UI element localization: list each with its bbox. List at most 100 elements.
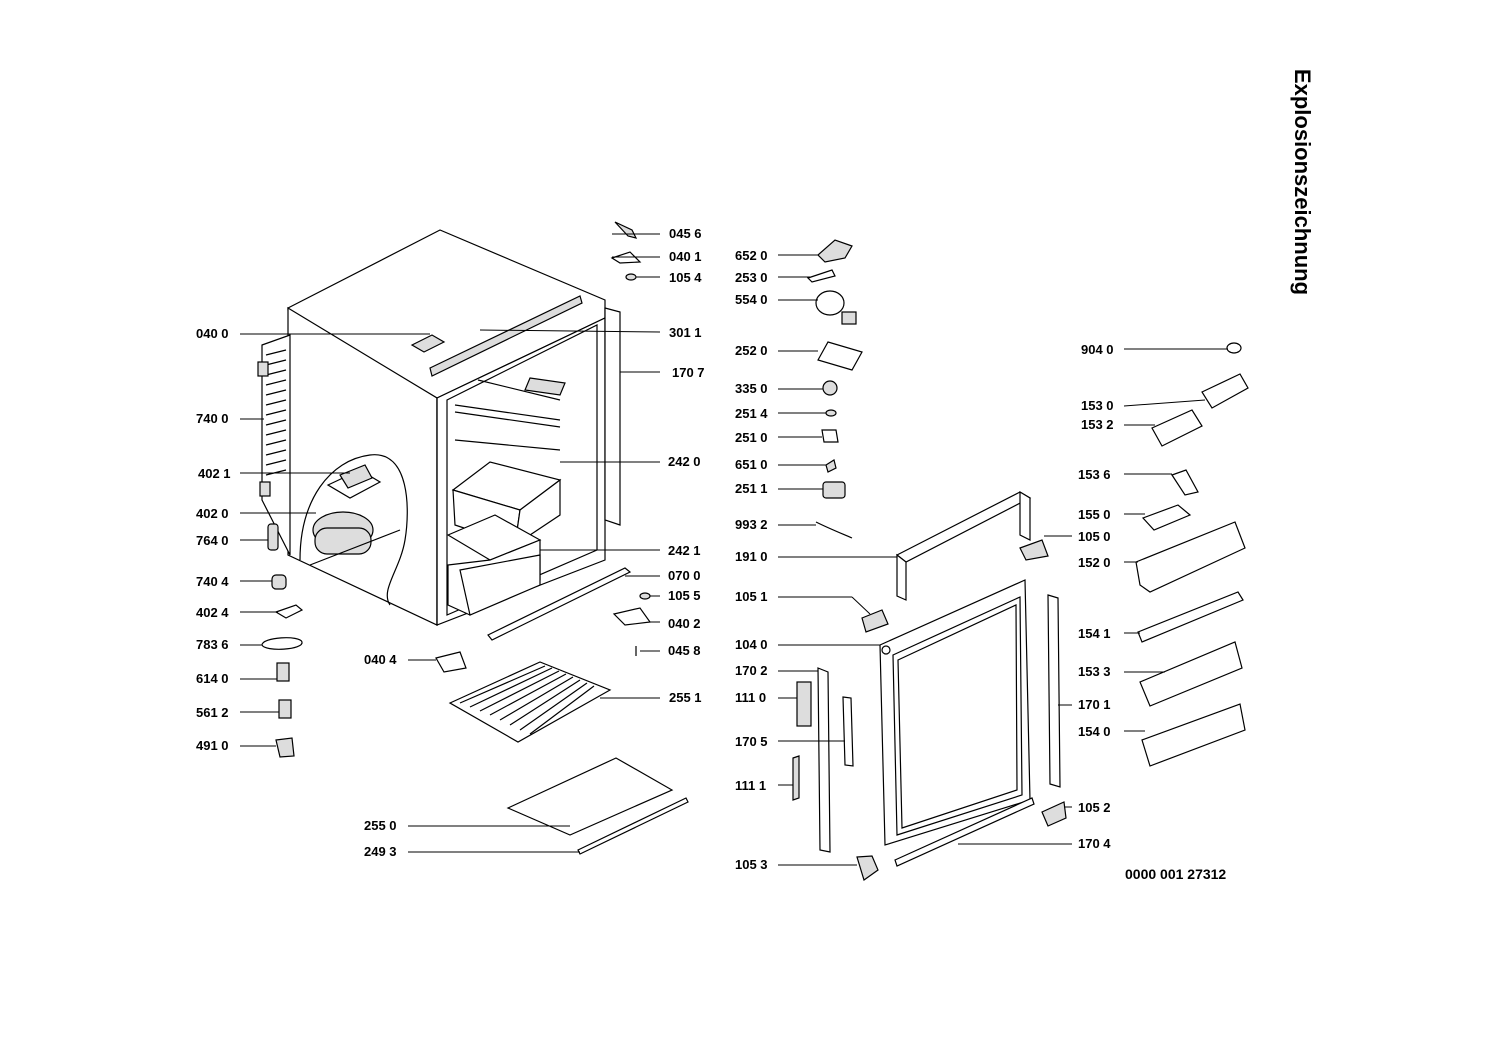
part-label: 045 8: [668, 643, 701, 658]
part-554-0: [815, 290, 845, 316]
part-label: 783 6: [196, 637, 229, 652]
part-651-0: [825, 459, 837, 473]
trim-strip-right: [604, 307, 621, 526]
part-153-2: [1151, 409, 1203, 447]
part-label: 170 7: [672, 365, 705, 380]
part-label: 402 1: [198, 466, 231, 481]
door-frame-top: [895, 490, 1032, 601]
drawing-title: Explosionszeichnung: [1290, 68, 1315, 296]
part-label: 993 2: [735, 517, 768, 532]
part-label: 045 6: [669, 226, 702, 241]
part-label: 153 2: [1081, 417, 1114, 432]
part-251-4: [825, 409, 837, 417]
part-251-1: [822, 481, 846, 499]
leader-lines: [240, 233, 1228, 866]
part-label: 402 4: [196, 605, 229, 620]
part-label: 764 0: [196, 533, 229, 548]
part-label: 105 4: [669, 270, 702, 285]
part-111-1: [792, 755, 800, 801]
door-trim-170-5: [842, 696, 854, 767]
part-040-2: [612, 607, 652, 626]
glass-trim: [577, 797, 689, 855]
part-111-0: [796, 681, 812, 727]
part-label: 335 0: [735, 381, 768, 396]
part-label: 651 0: [735, 457, 768, 472]
door-bin-152-0: [1135, 521, 1246, 593]
part-label: 249 3: [364, 844, 397, 859]
part-label: 155 0: [1078, 507, 1111, 522]
part-label: 242 0: [668, 454, 701, 469]
part-label: 251 1: [735, 481, 768, 496]
part-label: 170 4: [1078, 836, 1111, 851]
hinge-105-3: [856, 855, 879, 881]
part-label: 105 0: [1078, 529, 1111, 544]
part-label: 170 1: [1078, 697, 1111, 712]
door-panel: [879, 579, 1031, 846]
part-label: 111 0: [735, 690, 767, 705]
door-bin-154-0: [1141, 703, 1246, 767]
part-652-0: [817, 239, 853, 263]
base-rail: [487, 567, 632, 641]
part-153-0: [1201, 373, 1249, 409]
part-label: 652 0: [735, 248, 768, 263]
part-label: 152 0: [1078, 555, 1111, 570]
part-label: 040 1: [669, 249, 702, 264]
part-label: 111 1: [735, 778, 767, 793]
part-label: 242 1: [668, 543, 701, 558]
part-label: 040 0: [196, 326, 229, 341]
hinge-105-1: [861, 609, 889, 633]
part-label: 153 6: [1078, 467, 1111, 482]
part-045-6: [614, 221, 638, 239]
part-label: 904 0: [1081, 342, 1114, 357]
part-label: 153 3: [1078, 664, 1111, 679]
document-number: 0000 001 27312: [1125, 866, 1227, 882]
cabinet-body: [287, 229, 606, 626]
part-335-0: [822, 380, 838, 396]
part-040-4: [435, 651, 467, 673]
part-label: 191 0: [735, 549, 768, 564]
part-label: 253 0: [735, 270, 768, 285]
door-bin-153-3: [1139, 641, 1243, 707]
part-040-0: [410, 334, 446, 353]
part-764-0: [267, 523, 279, 551]
part-904-0: [1226, 342, 1242, 354]
part-153-6: [1171, 469, 1199, 496]
part-740-4: [271, 574, 287, 590]
wire-shelf: [448, 661, 612, 743]
door-trim-170-4: [894, 797, 1035, 867]
part-label: 154 1: [1078, 626, 1111, 641]
part-105-4: [625, 273, 637, 281]
part-label: 170 2: [735, 663, 768, 678]
part-253-0: [806, 269, 836, 283]
part-251-0: [821, 429, 839, 443]
part-label: 170 5: [735, 734, 768, 749]
door-trim-170-1: [1047, 594, 1061, 788]
part-label: 402 0: [196, 506, 229, 521]
glass-plate: [506, 757, 674, 836]
part-label: 251 4: [735, 406, 768, 421]
condenser-coil: [257, 334, 291, 556]
compressor-compartment: [299, 454, 408, 606]
part-label: 105 5: [668, 588, 701, 603]
part-label: 740 0: [196, 411, 229, 426]
hinge-105-0: [1019, 539, 1049, 561]
part-label: 070 0: [668, 568, 701, 583]
part-label: 252 0: [735, 343, 768, 358]
part-label: 561 2: [196, 705, 229, 720]
part-label: 554 0: [735, 292, 768, 307]
part-label: 614 0: [196, 671, 229, 686]
part-993-2: [815, 521, 853, 539]
part-783-6: [261, 637, 303, 650]
part-label: 301 1: [669, 325, 702, 340]
part-label: 040 2: [668, 616, 701, 631]
part-label: 154 0: [1078, 724, 1111, 739]
part-561-2: [278, 699, 292, 719]
part-label: 040 4: [364, 652, 397, 667]
door-trim-170-2: [817, 667, 831, 853]
part-label: 105 1: [735, 589, 768, 604]
egg-tray-155-0: [1141, 504, 1192, 531]
part-label: 153 0: [1081, 398, 1114, 413]
part-614-0: [276, 662, 290, 682]
part-105-5: [639, 592, 651, 600]
